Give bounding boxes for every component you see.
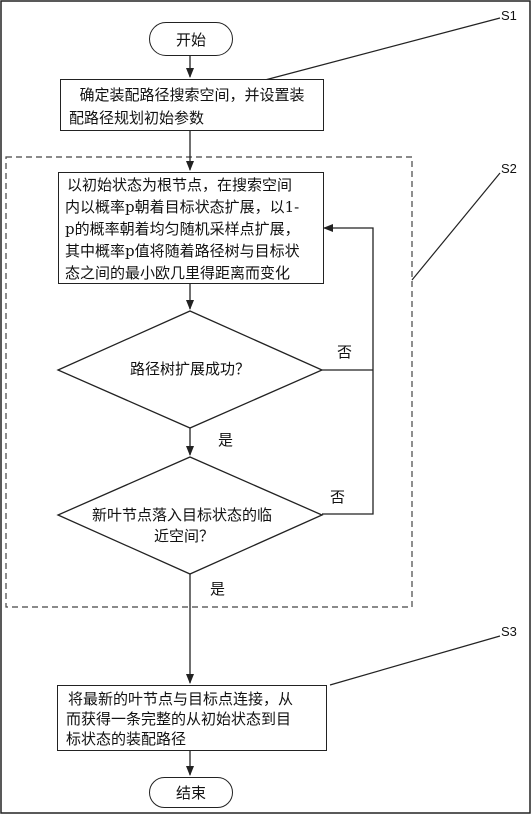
decision2-yes-label: 是 <box>210 580 226 598</box>
decision-diamond-2 <box>56 456 324 575</box>
decision-diamond-1 <box>56 310 324 429</box>
step1-line2: 配路径规划初始参数 <box>69 109 205 127</box>
end-label: 结束 <box>175 784 206 802</box>
step3-box: 将最新的叶节点与目标点连接，从 而获得一条完整的从初始状态到目 标状态的装配路径 <box>57 685 327 751</box>
step3-line2: 而获得一条完整的从初始状态到目 <box>66 710 292 728</box>
step2-line4: 其中概率p值将随着路径树与目标状 <box>65 242 300 260</box>
stage-label-s3: S3 <box>501 624 517 639</box>
step2-box: 以初始状态为根节点，在搜索空间 内以概率p朝着目标状态扩展，以1- p的概率朝着… <box>58 172 324 284</box>
loop-no-d2 <box>322 224 374 515</box>
step2-line2: 内以概率p朝着目标状态扩展，以1- <box>65 198 300 216</box>
step2-line5: 态之间的最小欧几里得距离而变化 <box>65 264 291 282</box>
start-terminal: 开始 <box>149 22 233 56</box>
step3-line3: 标状态的装配路径 <box>66 730 187 748</box>
step3-line1: 将最新的叶节点与目标点连接，从 <box>68 690 294 708</box>
decision1-text: 路径树扩展成功？ <box>129 360 250 378</box>
s3-leader <box>329 635 501 686</box>
stage-label-s2: S2 <box>501 161 517 176</box>
step2-line1: 以初始状态为根节点，在搜索空间 <box>67 176 293 194</box>
decision1-yes-label: 是 <box>218 431 234 449</box>
end-terminal: 结束 <box>149 777 233 808</box>
step2-line3: p的概率朝着均匀随机采样点扩展， <box>65 220 300 238</box>
decision2-line1: 新叶节点落入目标状态的临 <box>92 506 273 524</box>
decision1-no-label: 否 <box>337 343 353 361</box>
s2-leader <box>411 172 501 281</box>
decision2-line2: 近空间？ <box>154 527 215 545</box>
step1-line1: 确定装配路径搜索空间，并设置装 <box>79 86 305 104</box>
start-label: 开始 <box>175 30 206 49</box>
s1-leader <box>264 17 501 81</box>
step1-box: 确定装配路径搜索空间，并设置装 配路径规划初始参数 <box>60 79 324 131</box>
decision2-no-label: 否 <box>330 488 346 506</box>
s2-dashed-group <box>5 156 413 608</box>
stage-label-s1: S1 <box>501 8 517 23</box>
